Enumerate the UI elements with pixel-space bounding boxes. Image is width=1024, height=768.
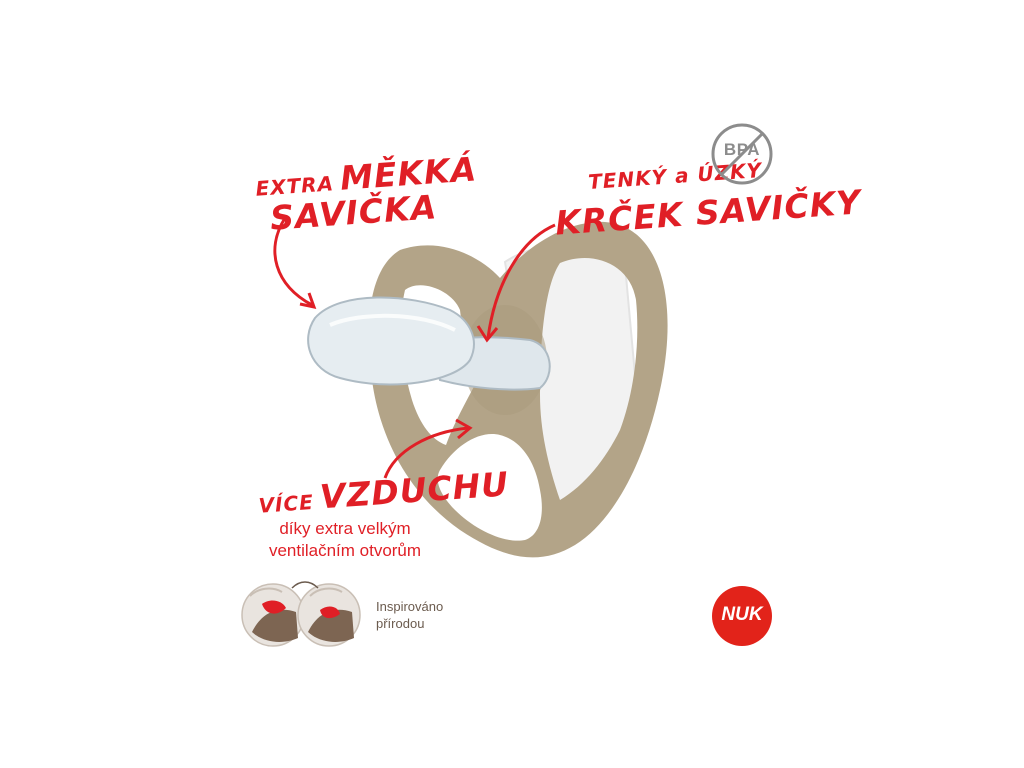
nature-label-line1: Inspirováno [376, 599, 444, 614]
nuk-logo-text: NUK [721, 604, 763, 625]
nature-label: Inspirováno přírodou [376, 598, 443, 632]
nature-label-line2: přírodou [376, 616, 425, 631]
arrow-soft-teat [273, 217, 313, 307]
bpa-free-icon [711, 123, 773, 185]
nature-illustration [241, 581, 361, 647]
nuk-logo [712, 586, 772, 646]
callout-more-air-sub-line2: ventilačním otvorům [268, 541, 422, 560]
callout-more-air-sub: díky extra velkým ventilačním otvorům [250, 518, 440, 562]
bpa-badge-text: BPA [723, 140, 761, 159]
callout-more-air-small: VÍCE [257, 489, 315, 518]
arrow-thin-neck [486, 223, 556, 339]
callout-more-air-sub-line1: díky extra velkým [279, 519, 411, 538]
pacifier-teat-bulb [307, 296, 475, 386]
arrow-more-air [383, 426, 469, 479]
